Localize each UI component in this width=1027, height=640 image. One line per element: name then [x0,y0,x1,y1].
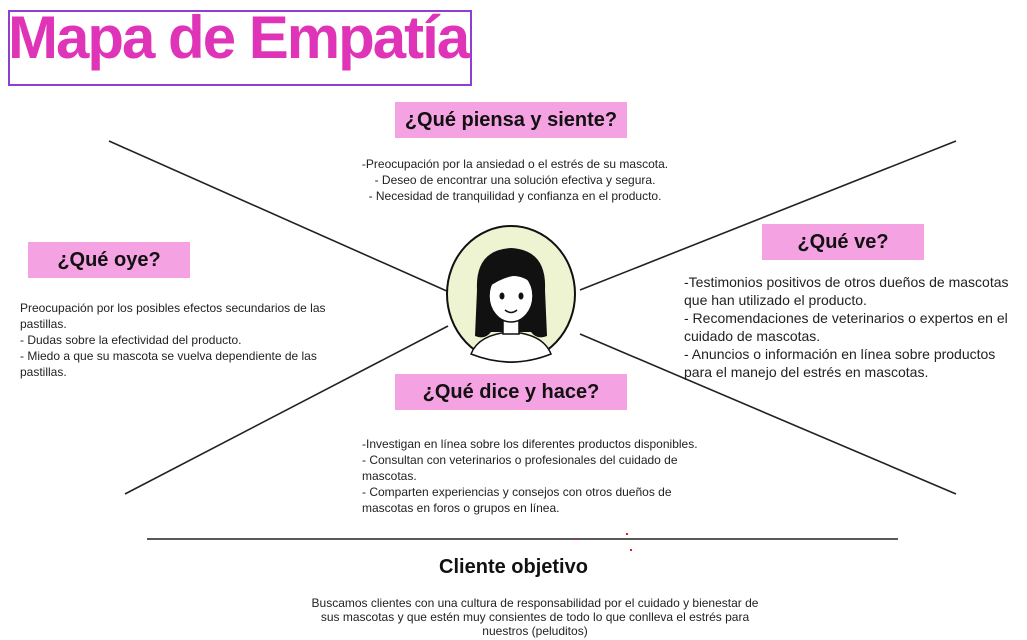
piensa-line-2: - Deseo de encontrar una solución efecti… [374,173,656,187]
dice-line-4: - Comparten experiencias y consejos con … [362,485,672,499]
label-dice-hace: ¿Qué dice y hace? [395,374,627,410]
client-line-2: sus mascotas y que estén muy consientes … [320,610,750,624]
piensa-line-3: - Necesidad de tranquilidad y confianza … [368,189,662,203]
dice-line-5: mascotas en foros o grupos en línea. [362,501,560,515]
stray-dot [575,538,577,540]
line-top-left [108,140,450,293]
client-line-3: nuestros (peluditos) [482,624,588,638]
dice-line-2: - Consultan con veterinarios o profesion… [362,453,678,467]
oye-line-3: - Dudas sobre la efectividad del product… [20,333,242,347]
ve-line-2: que han utilizado el producto. [684,292,867,308]
page-title: Mapa de Empatía [8,4,470,71]
ve-line-1: -Testimonios positivos de otros dueños d… [684,274,1009,290]
line-bottom-left [124,325,449,495]
oye-line-2: pastillas. [20,317,67,331]
client-line-1: Buscamos clientes con una cultura de res… [311,596,759,610]
dice-line-3: mascotas. [362,469,417,483]
text-oye: Preocupación por los posibles efectos se… [20,300,365,380]
label-ve: ¿Qué ve? [762,224,924,260]
line-top-right [579,140,957,291]
client-title: Cliente objetivo [439,556,588,578]
stray-dot [626,533,628,535]
ve-line-4: cuidado de mascotas. [684,328,821,344]
dice-line-1: -Investigan en línea sobre los diferente… [362,437,698,451]
label-piensa-siente: ¿Qué piensa y siente? [395,102,627,138]
client-description: Buscamos clientes con una cultura de res… [300,596,770,638]
label-oye: ¿Qué oye? [28,242,190,278]
oye-line-5: pastillas. [20,365,67,379]
ve-line-5: - Anuncios o información en línea sobre … [684,346,996,362]
oye-line-4: - Miedo a que su mascota se vuelva depen… [20,349,317,363]
woman-avatar-icon [446,225,576,363]
ve-line-3: - Recomendaciones de veterinarios o expe… [684,310,1008,326]
title-frame [8,10,472,86]
piensa-line-1: -Preocupación por la ansiedad o el estré… [361,157,669,171]
line-bottom-right [579,333,957,495]
oye-line-1: Preocupación por los posibles efectos se… [20,301,326,315]
text-ve: -Testimonios positivos de otros dueños d… [684,273,1024,381]
text-piensa-siente: -Preocupación por la ansiedad o el estré… [330,156,700,204]
ve-line-6: para el manejo del estrés en mascotas. [684,364,929,380]
stray-dot [630,549,632,551]
text-dice-hace: -Investigan en línea sobre los diferente… [362,436,752,516]
